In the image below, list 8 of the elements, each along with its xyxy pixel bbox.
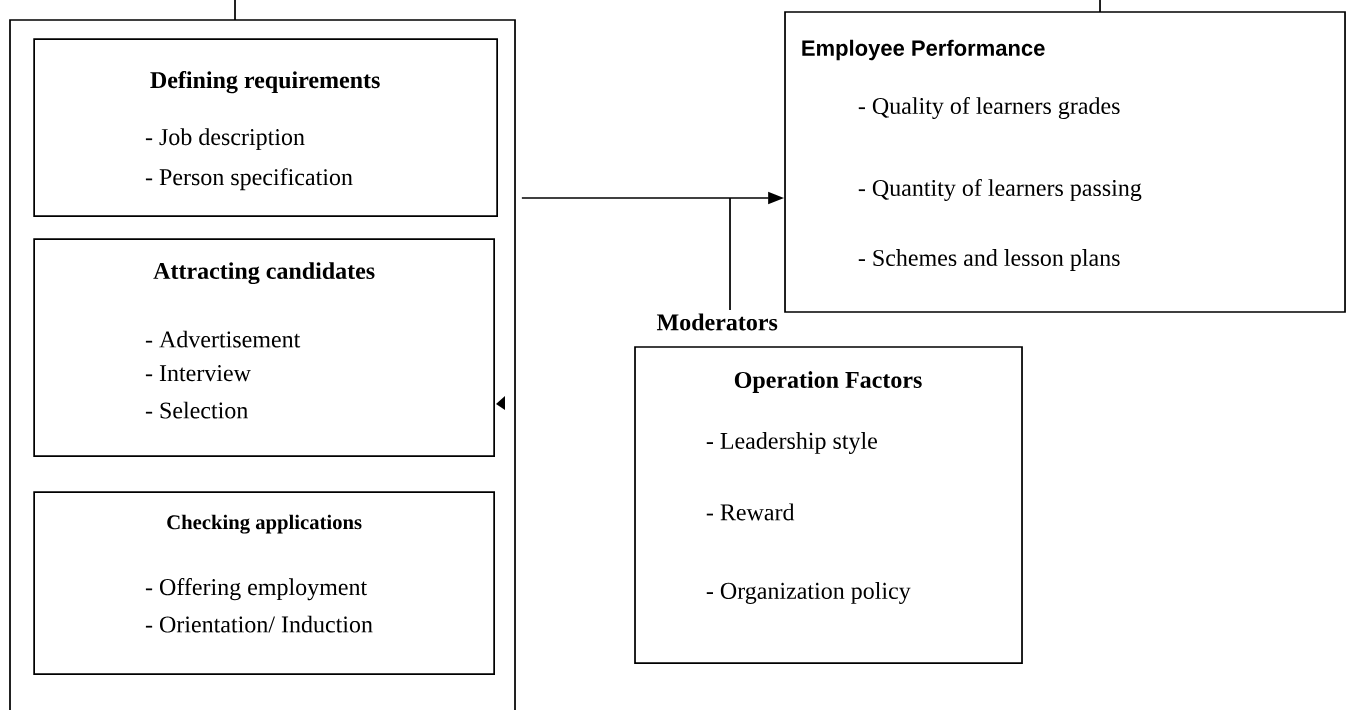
- leader-line: [729, 197, 731, 311]
- factor-box: Operation Factors - Leadership style - Reward - Organization policy: [634, 346, 1023, 664]
- factor-box: Defining requirements - Job description - Person specification: [33, 38, 498, 217]
- outer-box: [9, 19, 516, 710]
- factor-box: Employee Performance - Quality of learners grades - Quantity of learners passing - Schemes and lesson plans: [784, 11, 1346, 313]
- moderator-label: Moderators: [656, 313, 778, 331]
- factor-box: Attracting candidates - Advertisement - Interview - Selection: [33, 238, 495, 457]
- factor-box: Checking applications - Offering employment - Orientation/ Induction: [33, 491, 495, 675]
